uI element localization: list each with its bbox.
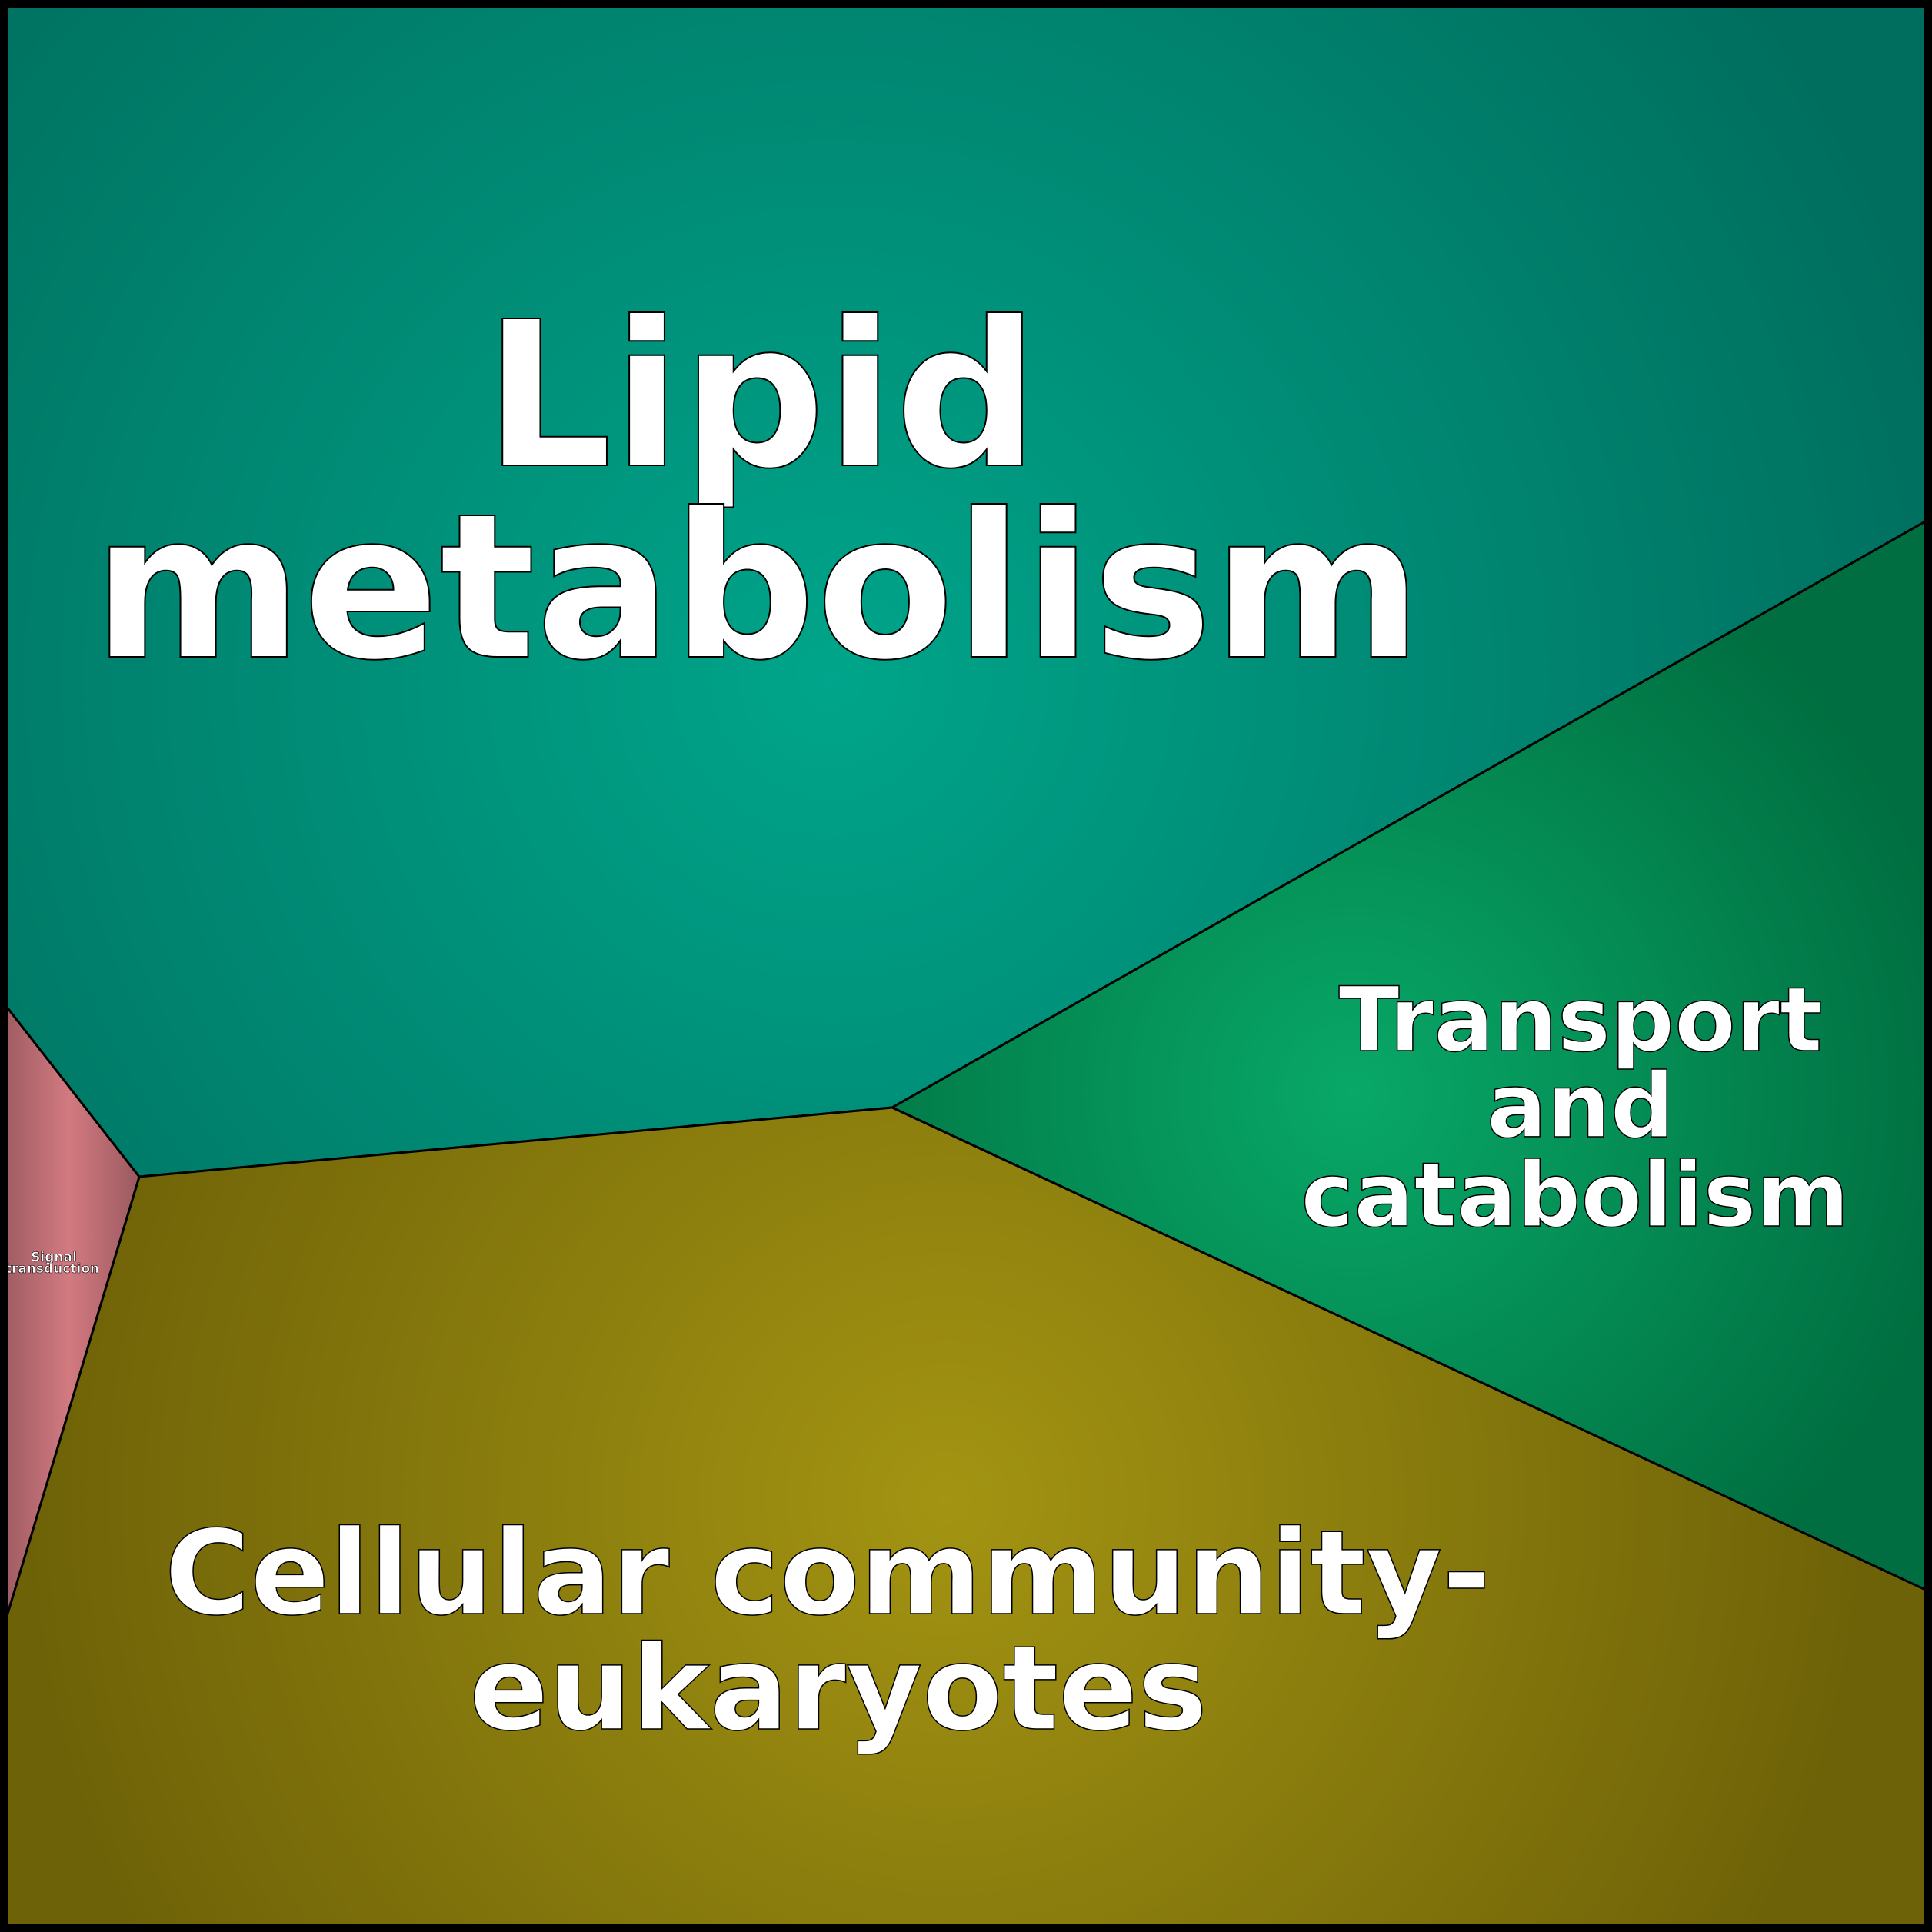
label-lipid-line1: Lipid xyxy=(484,278,1039,513)
cell-signal-transduction[interactable] xyxy=(0,996,141,1640)
label-cellular-line1: Cellular community- xyxy=(165,1505,1491,1641)
label-transport-line2: and xyxy=(1487,1054,1674,1158)
label-signal-line1: Signal xyxy=(31,1250,77,1265)
label-transport-line3: catabolism xyxy=(1301,1144,1850,1247)
label-transport-line1: Transport xyxy=(1339,968,1823,1072)
cell-cellular-community-eukaryotes[interactable] xyxy=(0,1106,1932,1932)
label-cellular-line2: eukaryotes xyxy=(469,1621,1208,1757)
label-signal-line2: transduction xyxy=(5,1261,99,1277)
label-lipid-line2: metabolism xyxy=(93,470,1423,705)
